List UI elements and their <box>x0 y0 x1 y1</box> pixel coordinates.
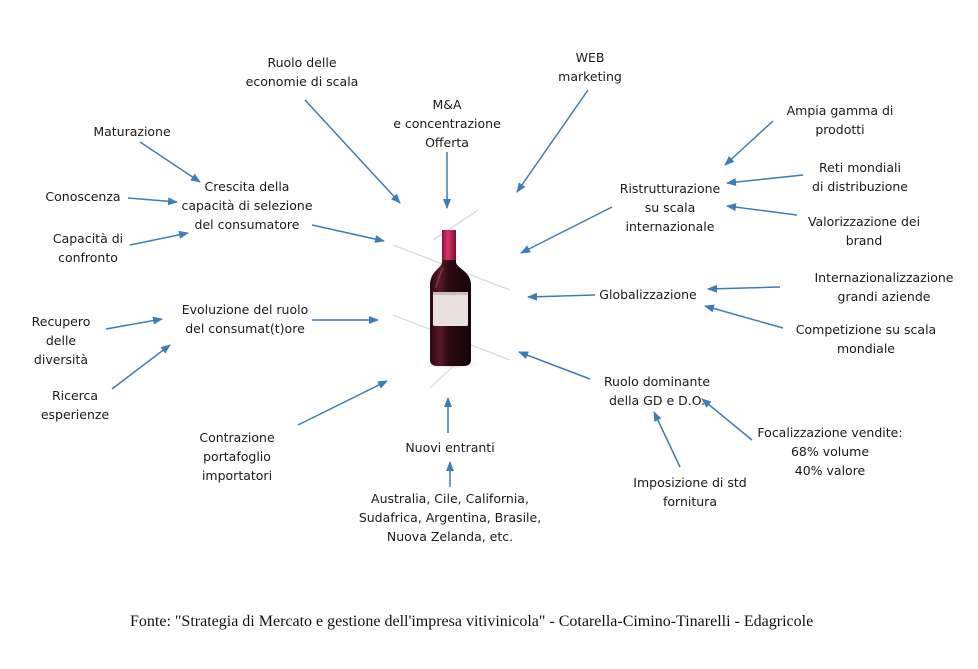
arrow-globalizzazione-to-center <box>527 292 596 301</box>
node-reti-mondiali-distribuzione: Reti mondiali di distribuzione <box>812 160 908 194</box>
arrow-confronto-to-crescita <box>129 230 189 246</box>
arrow-web-to-center <box>516 89 589 193</box>
arrow-ricerca-to-evoluzione <box>111 344 171 390</box>
arrow-contrazione-to-center <box>297 380 388 426</box>
arrow-economie-to-center <box>304 99 401 204</box>
arrow-competizione-to-globalizzazione <box>704 304 784 329</box>
arrow-recupero-to-evoluzione <box>105 316 163 330</box>
node-ma-concentrazione-offerta: M&A e concentrazione Offerta <box>393 97 501 150</box>
node-capacita-confronto: Capacità di confronto <box>52 231 124 265</box>
node-ruolo-dominante-gd: Ruolo dominante della GD e D.O. <box>603 374 711 408</box>
arrow-ruolodominante-to-center <box>518 351 591 380</box>
wine-bottle-icon <box>419 230 483 370</box>
node-ristrutturazione-internazionale: Ristrutturazione su scala internazionale <box>619 181 721 234</box>
arrow-maturazione-to-crescita <box>139 141 201 183</box>
arrow-crescita-to-center <box>311 224 385 243</box>
node-recupero-diversita: Recupero delle diversità <box>31 314 91 367</box>
arrow-conoscenza-to-crescita <box>127 197 178 206</box>
node-ricerca-esperienze: Ricerca esperienze <box>40 388 110 422</box>
arrow-brand-to-ristrutturazione <box>726 203 798 216</box>
node-ruolo-economie-scala: Ruolo delle economie di scala <box>245 55 359 89</box>
arrow-internaz-to-globalizzazione <box>707 284 781 293</box>
node-valorizzazione-brand: Valorizzazione dei brand <box>807 214 921 248</box>
arrow-focalizzazione-to-ruolodominante <box>701 398 753 441</box>
node-paesi-nuovi-entranti: Australia, Cile, California, Sudafrica, … <box>358 491 542 544</box>
node-maturazione: Maturazione <box>93 124 171 139</box>
source-citation: Fonte: "Strategia di Mercato e gestione … <box>130 613 814 630</box>
node-evoluzione-ruolo-consumatore: Evoluzione del ruolo del consumat(t)ore <box>181 302 309 336</box>
node-conoscenza: Conoscenza <box>45 189 121 204</box>
node-competizione-scala-mondiale: Competizione su scala mondiale <box>795 322 937 356</box>
arrow-ristrutturazione-to-center <box>520 206 613 254</box>
node-web-marketing: WEB marketing <box>558 50 622 84</box>
arrow-reti-to-ristrutturazione <box>726 174 804 187</box>
node-focalizzazione-vendite: Focalizzazione vendite: 68% volume 40% v… <box>757 425 903 478</box>
node-imposizione-std-fornitura: Imposizione di std fornitura <box>633 475 747 509</box>
node-globalizzazione: Globalizzazione <box>599 287 697 302</box>
node-ampia-gamma-prodotti: Ampia gamma di prodotti <box>786 103 894 137</box>
node-internazionalizzazione-grandi-aziende: Internazionalizzazione grandi aziende <box>814 270 954 304</box>
arrows <box>105 89 804 487</box>
node-nuovi-entranti: Nuovi entranti <box>405 440 495 455</box>
arrow-gamma-to-ristrutturazione <box>724 120 774 166</box>
node-contrazione-portafoglio: Contrazione portafoglio importatori <box>199 430 275 483</box>
node-crescita-capacita-selezione: Crescita della capacità di selezione del… <box>181 179 313 232</box>
arrow-imposizione-to-ruolodominante <box>653 411 681 468</box>
